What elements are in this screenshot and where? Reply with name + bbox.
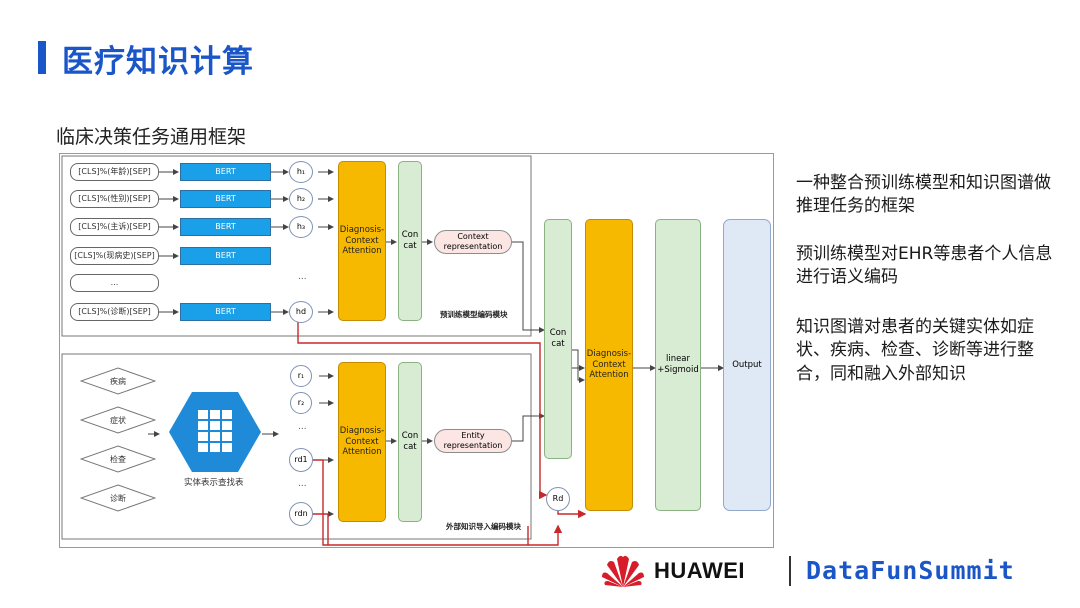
diagnosis-context-attention: Diagnosis- Context Attention	[338, 161, 386, 321]
external-module-label: 外部知识导入编码模块	[446, 522, 521, 531]
r-ellipsis-2: ...	[298, 479, 307, 489]
description-2: 预训练模型对EHR等患者个人信息进行语义编码	[796, 244, 1053, 288]
bert-block: BERT	[180, 247, 271, 265]
entity-symptom: 症状	[80, 406, 156, 434]
entity-diagnosis: 诊断	[80, 484, 156, 512]
diagram-connectors	[61, 155, 724, 546]
entity-disease: 疾病	[80, 367, 156, 395]
diagnosis-context-attention-final: Diagnosis- Context Attention	[585, 219, 633, 511]
huawei-flower-icon	[601, 553, 645, 589]
input-age: [CLS]%(年龄)[SEP]	[70, 163, 159, 181]
r-ellipsis: ...	[298, 422, 307, 432]
r-node: r₁	[290, 365, 312, 387]
h-node: h₂	[289, 188, 313, 210]
h-node: h₁	[289, 161, 313, 183]
description-3: 知识图谱对患者的关键实体如症状、疾病、检查、诊断等进行整合，同和融入外部知识	[796, 317, 1034, 384]
framework-diagram: [CLS]%(年龄)[SEP] [CLS]%(性别)[SEP] [CLS]%(主…	[59, 153, 774, 548]
linear-sigmoid-block: linear +Sigmoid	[655, 219, 701, 511]
bert-block: BERT	[180, 163, 271, 181]
input-chief-complaint: [CLS]%(主诉)[SEP]	[70, 218, 159, 236]
bert-block: BERT	[180, 303, 271, 321]
output-block: Output	[723, 219, 771, 511]
lookup-table-label: 实体表示查找表	[184, 478, 244, 488]
r-node-dn: rdn	[289, 502, 313, 526]
bert-block: BERT	[180, 218, 271, 236]
description-1: 一种整合预训练模型和知识图谱做推理任务的框架	[796, 173, 1051, 217]
input-gender: [CLS]%(性别)[SEP]	[70, 190, 159, 208]
rd-node: Rd	[546, 487, 570, 511]
huawei-brand: HUAWEI	[654, 558, 745, 583]
datafun-brand: DataFunSummit	[806, 556, 1015, 585]
input-diagnosis: [CLS]%(诊断)[SEP]	[70, 303, 159, 321]
concat-merge-block: Con cat	[544, 219, 572, 459]
bert-block: BERT	[180, 190, 271, 208]
entity-exam: 检查	[80, 445, 156, 473]
r-node: r₂	[290, 392, 312, 414]
h-node-d: hd	[289, 301, 313, 323]
context-representation: Context representation	[434, 230, 512, 254]
diagnosis-context-attention-2: Diagnosis- Context Attention	[338, 362, 386, 522]
h-ellipsis: ...	[298, 272, 307, 282]
entity-lookup-table-icon	[168, 390, 262, 474]
r-node-d1: rd1	[289, 448, 313, 472]
entity-representation: Entity representation	[434, 429, 512, 453]
footer-separator	[789, 556, 791, 586]
page-subtitle: 临床决策任务通用框架	[56, 126, 247, 148]
concat-block-2: Con cat	[398, 362, 422, 522]
concat-block: Con cat	[398, 161, 422, 321]
input-ellipsis: ...	[70, 274, 159, 292]
input-present-illness: [CLS]%(现病史)[SEP]	[70, 247, 159, 265]
title-accent-bar	[38, 41, 46, 74]
pretrain-module-label: 预训练模型编码模块	[440, 310, 508, 319]
h-node: h₃	[289, 216, 313, 238]
page-title: 医疗知识计算	[62, 44, 254, 80]
